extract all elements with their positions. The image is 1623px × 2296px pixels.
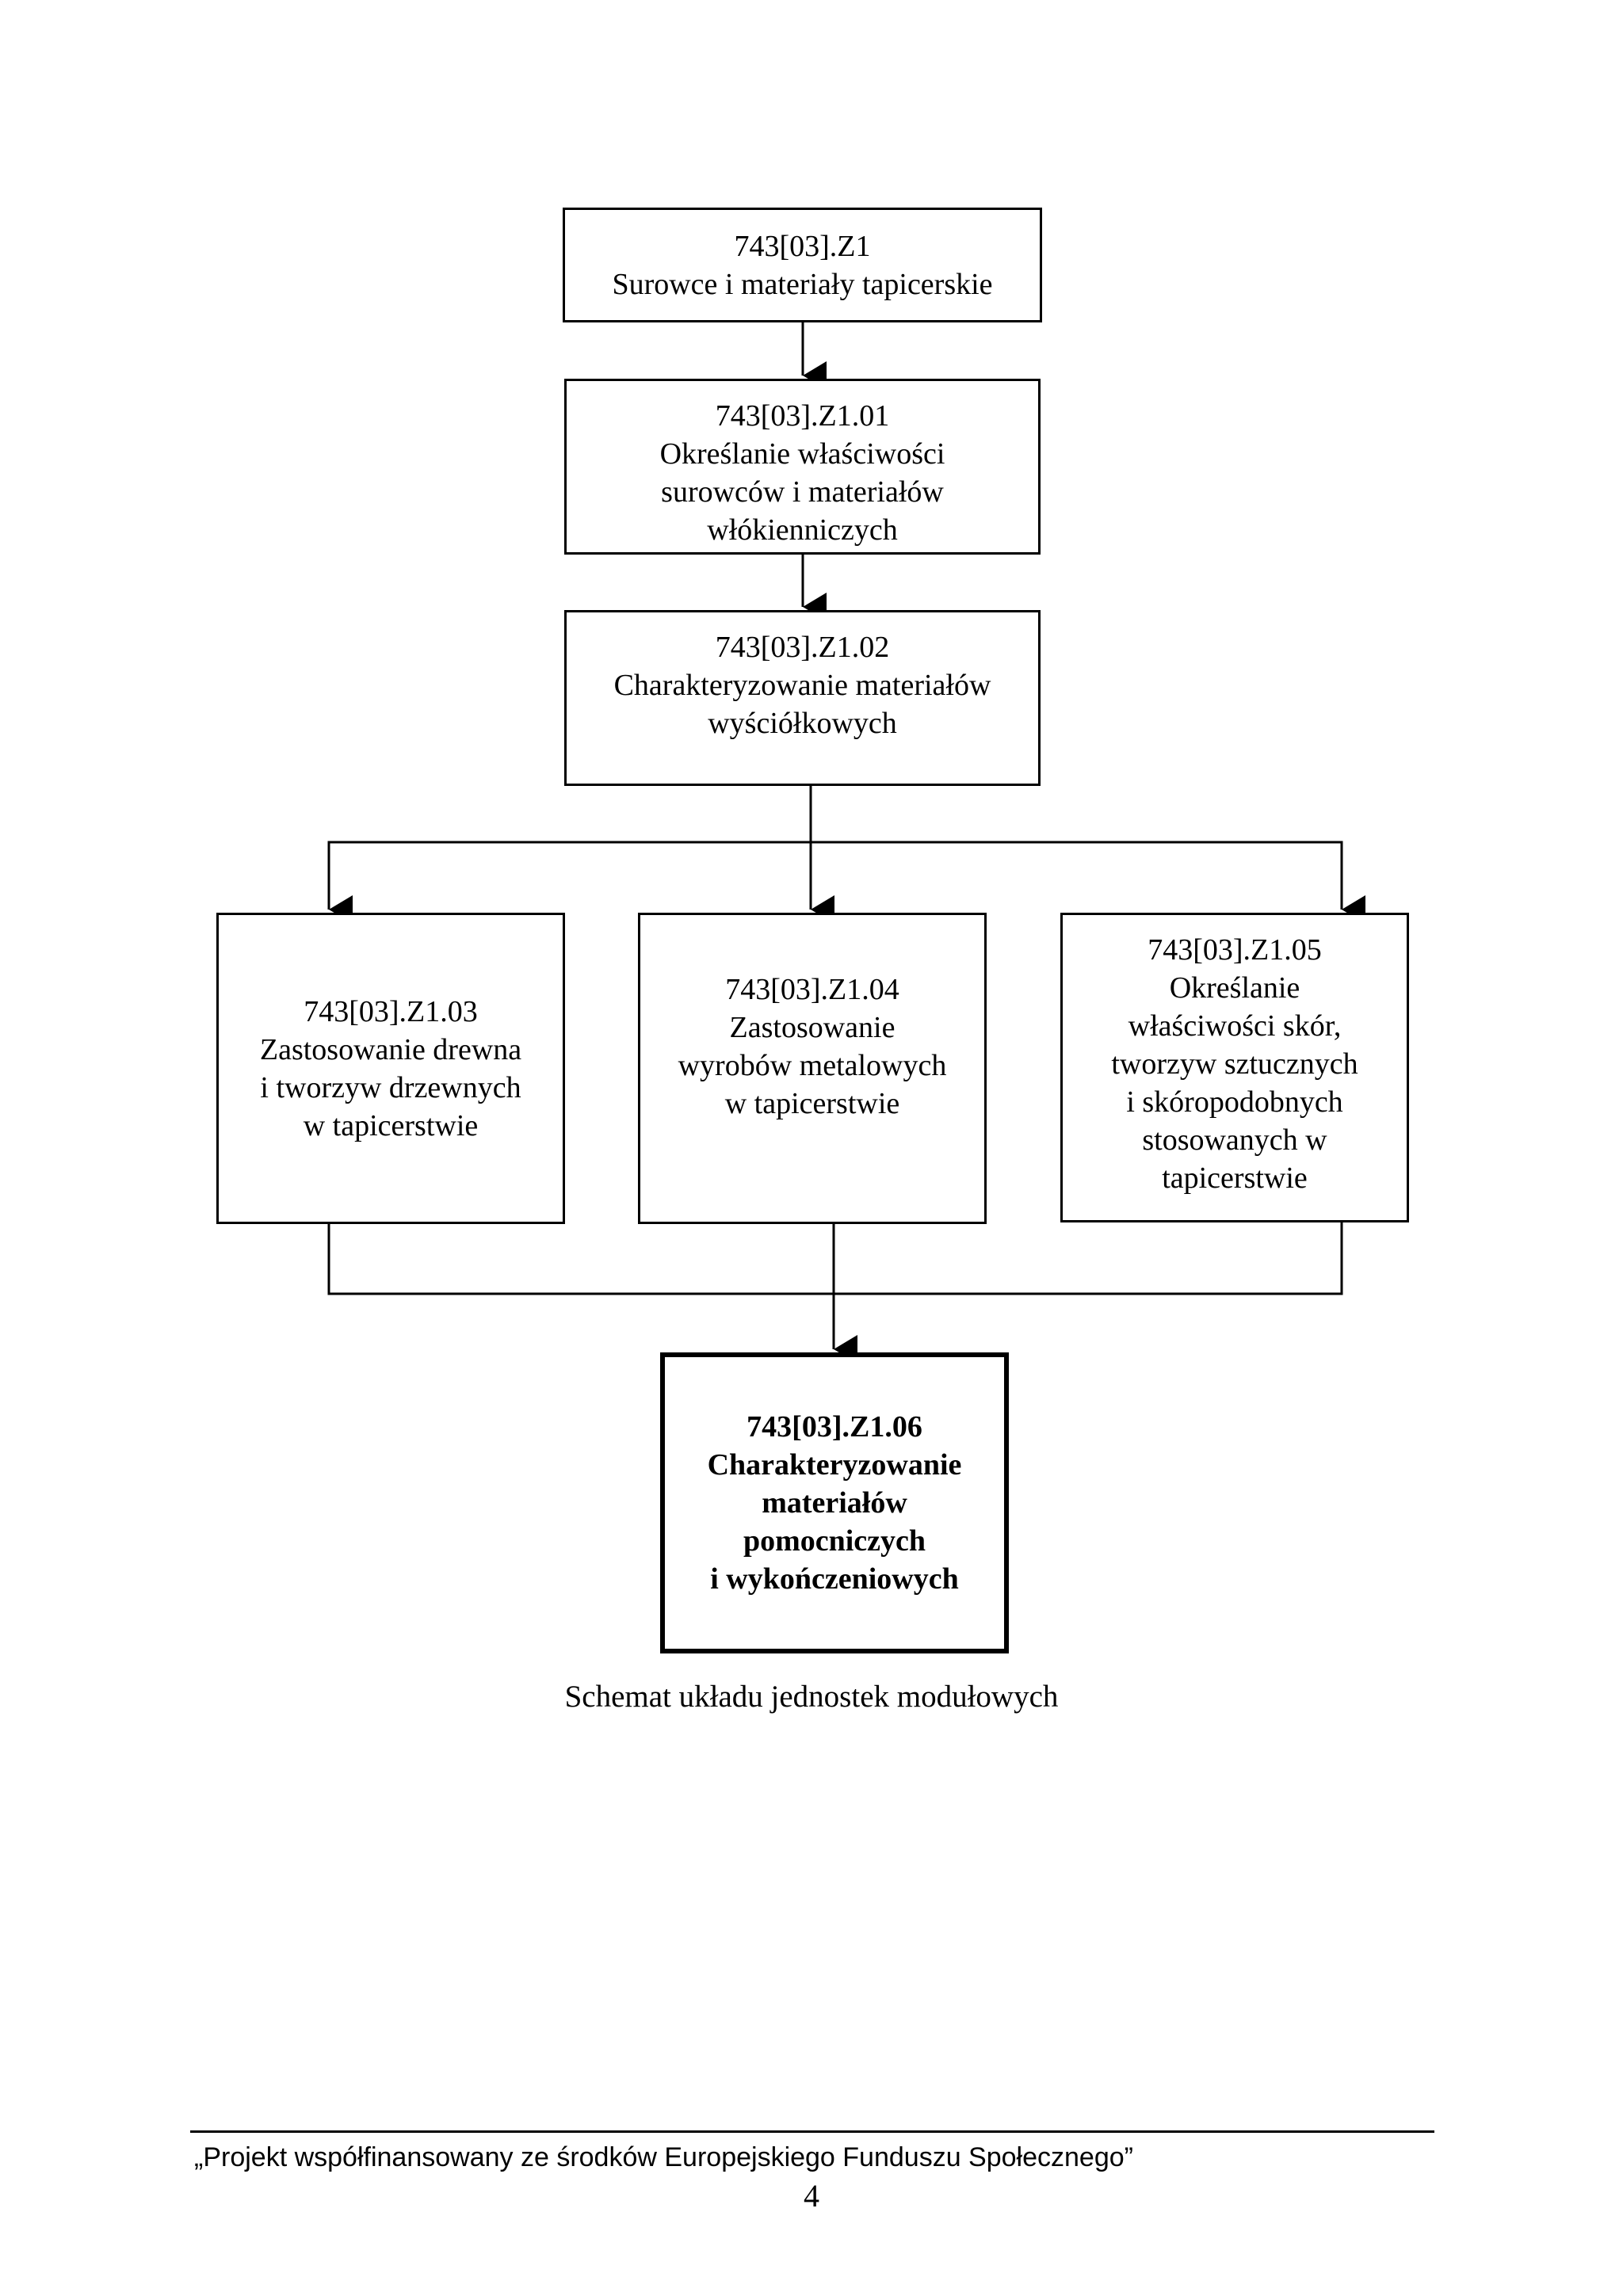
node-z1-06-title-line: Charakteryzowanie	[707, 1448, 962, 1482]
node-z1-02-title-line: wyściółkowych	[708, 707, 897, 740]
node-z1-05-title-line: i skóropodobnych	[1126, 1085, 1343, 1119]
node-z1-06-code: 743[03].Z1.06	[747, 1410, 922, 1444]
footer-divider	[190, 2130, 1434, 2133]
node-z1-05-title-line: tapicerstwie	[1162, 1161, 1308, 1195]
node-z1-05: 743[03].Z1.05 Określanie właściwości skó…	[1060, 913, 1409, 1222]
node-z1-03-title-line: i tworzyw drzewnych	[260, 1070, 521, 1104]
node-z1-03-title-line: Zastosowanie drewna	[259, 1032, 522, 1066]
node-z1-01-code: 743[03].Z1.01	[715, 399, 890, 433]
node-z1-05-title-line: tworzyw sztucznych	[1111, 1047, 1358, 1081]
node-z1-01-title-line: surowców i materiałów	[661, 475, 944, 509]
node-z1-03-code: 743[03].Z1.03	[304, 994, 478, 1028]
node-z1-03-title-line: w tapicerstwie	[303, 1108, 479, 1142]
node-z1-04: 743[03].Z1.04 Zastosowanie wyrobów metal…	[638, 913, 987, 1224]
page-number: 4	[804, 2178, 819, 2214]
node-z1-05-title-line: Określanie	[1169, 971, 1300, 1005]
node-z1-code: 743[03].Z1	[734, 229, 871, 263]
node-z1-06-title-line: pomocniczych	[743, 1524, 926, 1558]
node-z1-04-title-line: w tapicerstwie	[724, 1087, 900, 1120]
node-z1-01-title-line: Określanie właściwości	[659, 437, 945, 471]
node-z1-04-title-line: wyrobów metalowych	[678, 1049, 947, 1082]
node-z1-05-title-line: właściwości skór,	[1128, 1009, 1342, 1043]
node-z1-05-title-line: stosowanych w	[1142, 1123, 1327, 1157]
diagram-caption: Schemat układu jednostek modułowych	[564, 1680, 1059, 1714]
footer-text: „Projekt współfinansowany ze środków Eur…	[194, 2142, 1133, 2172]
node-z1-02: 743[03].Z1.02 Charakteryzowanie materiał…	[564, 610, 1041, 786]
node-z1-02-title-line: Charakteryzowanie materiałów	[613, 669, 991, 702]
node-z1: 743[03].Z1 Surowce i materiały tapicersk…	[563, 208, 1042, 322]
node-z1-06-title-line: materiałów	[762, 1486, 907, 1520]
node-z1-title: Surowce i materiały tapicerskie	[612, 267, 993, 301]
node-z1-04-code: 743[03].Z1.04	[725, 973, 899, 1006]
node-z1-01: 743[03].Z1.01 Określanie właściwości sur…	[564, 379, 1041, 555]
node-z1-06-title-line: i wykończeniowych	[710, 1562, 959, 1596]
node-z1-06: 743[03].Z1.06 Charakteryzowanie materiał…	[660, 1352, 1009, 1653]
node-z1-01-title-line: włókienniczych	[707, 513, 898, 547]
node-z1-05-code: 743[03].Z1.05	[1148, 933, 1322, 967]
node-z1-04-title-line: Zastosowanie	[729, 1011, 896, 1044]
node-z1-03: 743[03].Z1.03 Zastosowanie drewna i twor…	[216, 913, 565, 1224]
node-z1-02-code: 743[03].Z1.02	[715, 631, 890, 664]
